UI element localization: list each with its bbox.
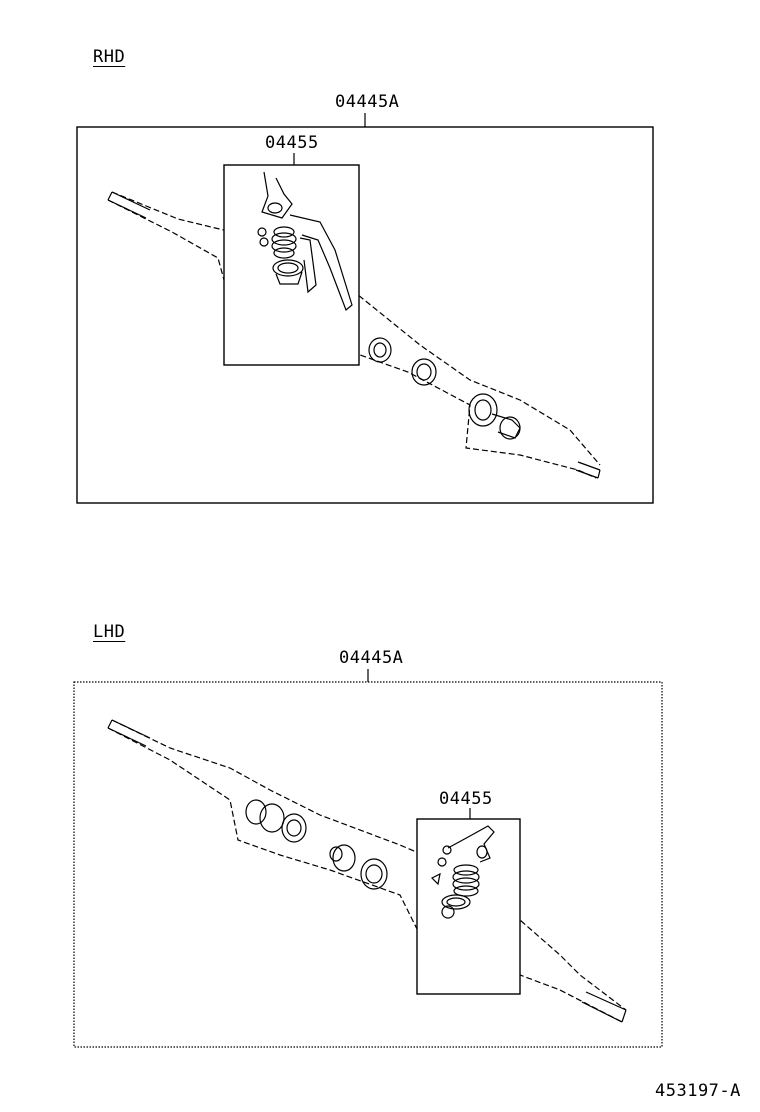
rhd-valve-housing (261, 171, 353, 311)
lhd-rack-end-right (581, 991, 627, 1023)
rhd-steering-rack-housing (107, 191, 601, 479)
rhd-rack-end-bushing (468, 393, 521, 440)
rhd-kit-frame (223, 164, 360, 366)
lhd-rack-seal-1 (329, 844, 356, 872)
rhd-region-label: RHD (93, 47, 126, 67)
rhd-kit-code: 04455 (265, 133, 319, 153)
lhd-assembly-frame (73, 681, 663, 1048)
lhd-rack-end-bushing (245, 799, 307, 843)
lhd-steering-rack-housing (107, 719, 627, 1023)
rhd-rack-seal-2 (411, 358, 437, 386)
rhd-rack-end-left (107, 191, 151, 219)
lhd-assembly-code: 04445A (339, 648, 404, 668)
lhd-rack-end-left (107, 719, 151, 747)
lhd-spring-seal (452, 864, 480, 897)
rhd-assembly-code: 04445A (335, 92, 400, 112)
rhd-oil-seal-ring (272, 259, 304, 285)
rhd-assembly-frame (76, 126, 654, 504)
lhd-kit-frame (416, 818, 521, 995)
rhd-section (76, 113, 654, 504)
rhd-rack-seal-1 (368, 337, 392, 363)
lhd-region-label: LHD (93, 622, 126, 642)
illustration-code: 453197-A (655, 1081, 741, 1101)
rhd-rack-end-right (575, 461, 601, 479)
lhd-valve-housing (430, 825, 495, 886)
lhd-rack-seal-2 (360, 858, 388, 890)
lhd-kit-code: 04455 (439, 789, 493, 809)
lhd-oil-seal-ring (441, 894, 471, 919)
rhd-spring-seal (257, 226, 297, 259)
lhd-section (73, 669, 663, 1048)
